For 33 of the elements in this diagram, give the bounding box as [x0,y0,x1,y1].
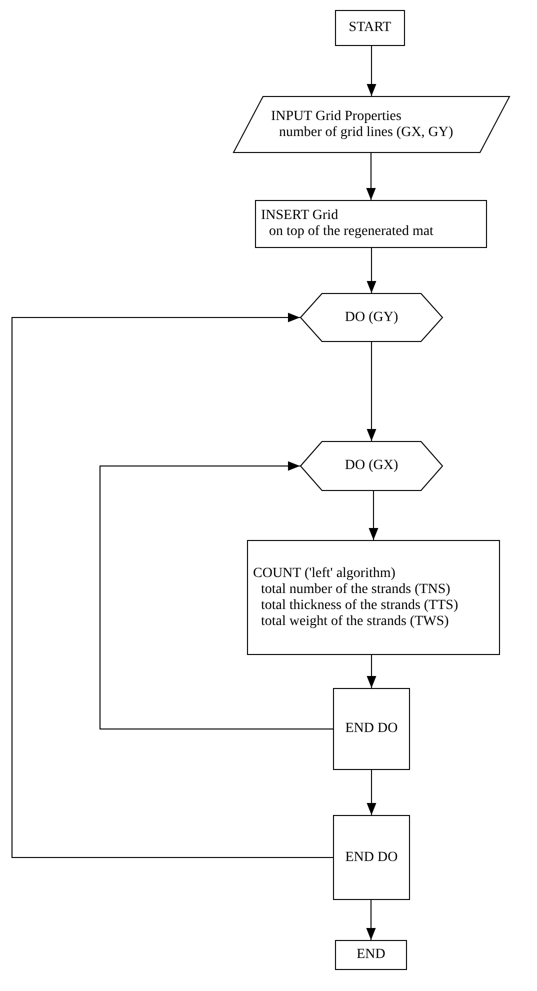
arrow [366,342,376,442]
process-box [247,540,500,655]
arrow [366,654,376,688]
node-text: total thickness of the strands (TTS) [260,598,458,614]
process-box [333,688,410,770]
arrow [366,770,376,816]
loop-hexagon [300,441,443,491]
node-title: INSERT Grid [261,208,338,224]
arrow [100,461,334,730]
input-parallelogram [233,96,510,153]
node-title: END DO [345,850,398,866]
process-box [255,200,487,248]
arrow [368,490,378,540]
node-text: on top of the regenerated mat [268,224,434,240]
process-box [335,940,407,970]
process-box [333,815,410,900]
arrow [366,248,376,294]
arrow [366,152,376,200]
arrow [12,312,334,858]
arrow [366,900,376,940]
node-text: total weight of the strands (TWS) [260,614,449,630]
node-text: total number of the strands (TNS) [260,582,450,598]
process-box [335,10,405,46]
node-title: DO (GX) [344,458,398,474]
arrow [366,46,376,96]
node-title: DO (GY) [344,310,398,326]
node-text: number of grid lines (GX, GY) [278,124,454,140]
node-title: END DO [345,721,398,737]
node-title: END [356,947,386,963]
node-title: COUNT ('left' algorithm) [253,566,396,582]
loop-hexagon [300,293,443,342]
node-title: INPUT Grid Properties [271,108,402,124]
node-title: START [348,20,392,36]
